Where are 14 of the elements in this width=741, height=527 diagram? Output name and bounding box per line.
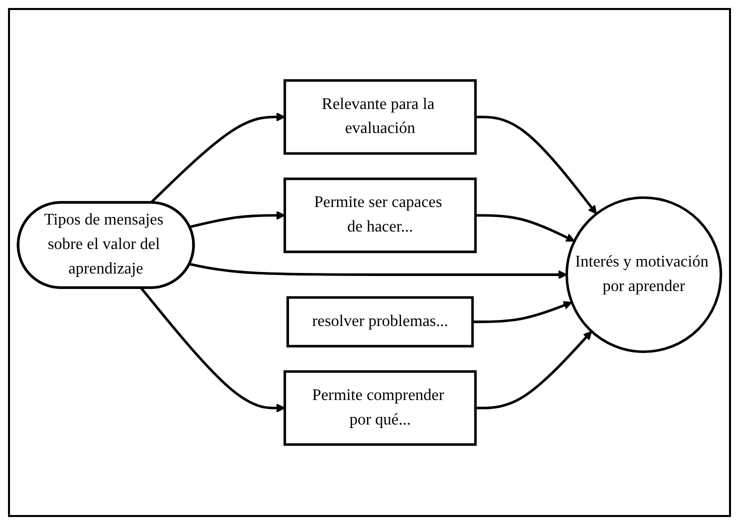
- arrow: [189, 210, 286, 228]
- arrow: [475, 214, 575, 242]
- arrow: [472, 301, 572, 324]
- diagram-frame: Tipos de mensajes sobre el valor del aprendizaje Relevante para la evaluación Permite ser capaces de hacer... resolver problemas... Permite comprender por qué... Interés y motivación por aprender: [8, 8, 731, 517]
- arrow: [475, 116, 597, 214]
- arrow: [190, 262, 568, 280]
- arrow: [475, 330, 592, 410]
- node-box: [284, 79, 477, 155]
- node-box: [284, 370, 477, 446]
- arrow: [150, 112, 286, 204]
- arrow: [140, 287, 286, 412]
- node-box: [284, 178, 477, 254]
- node-circle: [565, 196, 722, 354]
- node-box: [286, 296, 474, 348]
